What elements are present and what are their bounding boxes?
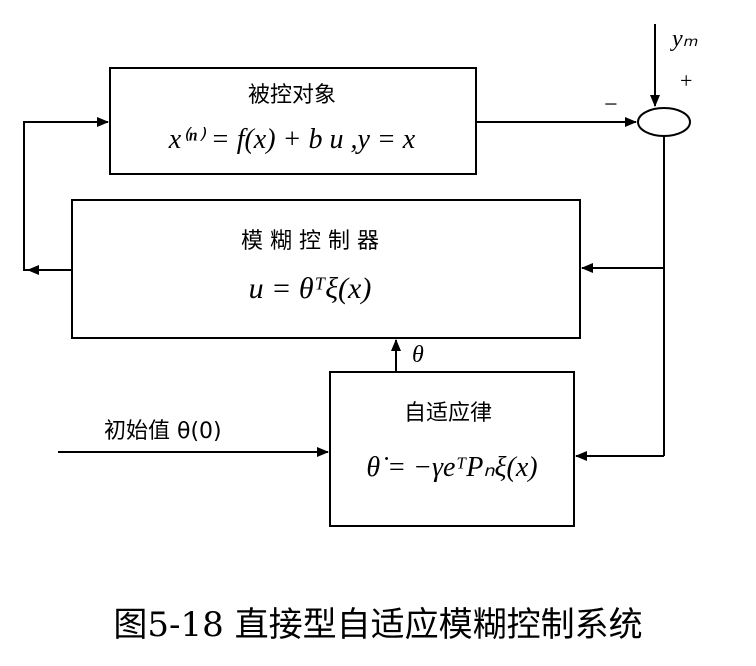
control-signal-loop	[23, 117, 109, 271]
summing-junction	[637, 107, 691, 137]
plant-equation: x⁽ⁿ⁾ = f(x) + b u ,y = x	[168, 124, 416, 155]
fuzzy-controller-block	[71, 199, 581, 339]
reference-label: yₘ	[670, 26, 698, 52]
theta-label: θ	[412, 342, 424, 368]
adaptive-law-title: 自适应律	[404, 401, 492, 426]
minus-sign: −	[604, 92, 618, 118]
plant-block	[109, 67, 477, 175]
adaptive-law-equation: θ̇ = −γeᵀPₙξ(x)	[366, 452, 537, 483]
adaptive-law-block	[329, 371, 575, 527]
plant-title: 被控对象	[248, 83, 336, 108]
controller-equation: u = θᵀξ(x)	[249, 272, 372, 305]
controller-title: 模 糊 控 制 器	[241, 229, 379, 254]
plus-sign: +	[680, 68, 692, 93]
initial-value-label: 初始值 θ(0)	[104, 419, 222, 444]
figure-caption: 图5-18 直接型自适应模糊控制系统	[113, 605, 642, 645]
